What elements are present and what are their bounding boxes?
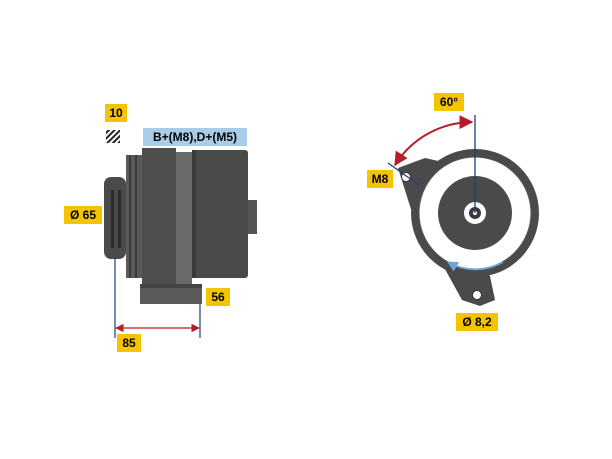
label-angle: 60° — [434, 93, 464, 111]
label-hole-diameter: Ø 8,2 — [456, 313, 498, 331]
angle-arc — [394, 115, 474, 167]
hatch-icon — [106, 130, 120, 143]
svg-text:Ø 8,2: Ø 8,2 — [462, 315, 492, 329]
label-terminals: B+(M8),D+(M5) — [143, 128, 247, 146]
label-bolt: 10 — [105, 104, 127, 122]
svg-text:56: 56 — [211, 290, 225, 304]
svg-text:B+(M8),D+(M5): B+(M8),D+(M5) — [153, 130, 237, 144]
svg-text:M8: M8 — [372, 172, 389, 186]
angle-axis — [387, 162, 420, 186]
fan — [126, 155, 142, 278]
mount-hole-bottom — [472, 290, 482, 300]
svg-text:60°: 60° — [440, 95, 458, 109]
rotation-arrow — [447, 261, 504, 272]
label-pulley-diameter: Ø 65 — [64, 206, 102, 224]
rear-cap — [248, 200, 257, 234]
mounting-foot — [140, 284, 202, 304]
rear-housing — [192, 150, 248, 278]
svg-text:85: 85 — [122, 336, 136, 350]
label-width: 85 — [117, 334, 141, 352]
pulley — [104, 177, 126, 259]
side-view — [104, 148, 257, 338]
svg-text:Ø 65: Ø 65 — [70, 208, 96, 222]
label-mount-thread: M8 — [367, 170, 393, 188]
front-housing — [142, 148, 176, 286]
label-body-offset: 56 — [206, 288, 230, 306]
stator — [176, 152, 192, 284]
front-view — [387, 115, 539, 306]
svg-text:10: 10 — [109, 106, 123, 120]
